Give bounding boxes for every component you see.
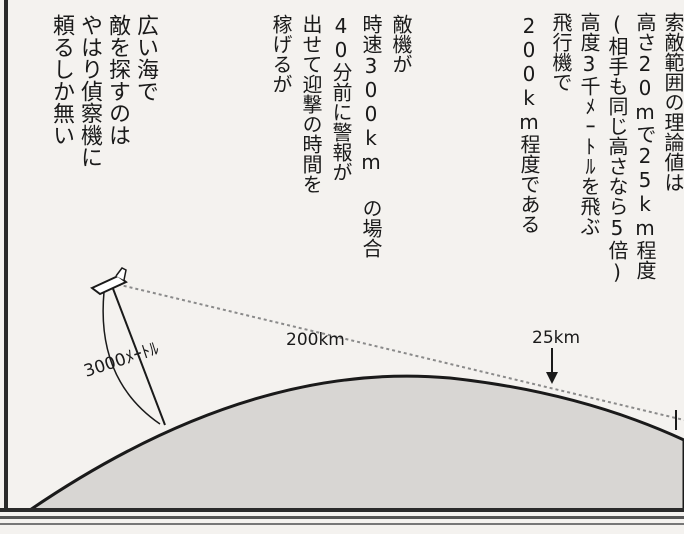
panel-border-line — [0, 523, 684, 525]
text-column: 索敵範囲の理論値は — [661, 12, 684, 192]
panel-border-line — [0, 516, 684, 519]
sight-line — [111, 282, 684, 421]
horizon-arrow-icon — [546, 348, 558, 384]
text-column: 敵を探すのは — [105, 14, 130, 146]
text-column: 飛行機で — [549, 12, 573, 92]
panel-border-left — [4, 0, 8, 510]
text-column: 稼げるが — [269, 14, 293, 94]
text-column: 敵機が — [389, 14, 413, 74]
distance-200-label: 200km — [286, 330, 345, 350]
text-column: 出せて迎撃の時間を — [299, 14, 323, 194]
text-column: (相手も同じ高さなら5倍) — [605, 12, 629, 284]
text-column: やはり偵察機に — [77, 14, 102, 168]
panel-border-bottom — [0, 508, 684, 512]
text-column: 高さ20mで25km程度 — [633, 12, 657, 280]
text-column: 高度3千ﾒｰﾄﾙを飛ぶ — [577, 12, 601, 236]
text-column: 時速300km の場合 — [359, 14, 383, 258]
text-column: 200km程度である — [517, 14, 541, 234]
altitude-line — [111, 285, 166, 426]
altitude-dimension-arc — [102, 291, 161, 425]
text-column: 頼るしか無い — [49, 14, 74, 146]
text-column: 40分前に警報が — [329, 14, 353, 182]
earth-surface — [25, 374, 684, 512]
airplane-icon — [90, 267, 128, 296]
text-column: 広い海で — [133, 14, 158, 102]
distance-25-label: 25km — [532, 328, 581, 348]
